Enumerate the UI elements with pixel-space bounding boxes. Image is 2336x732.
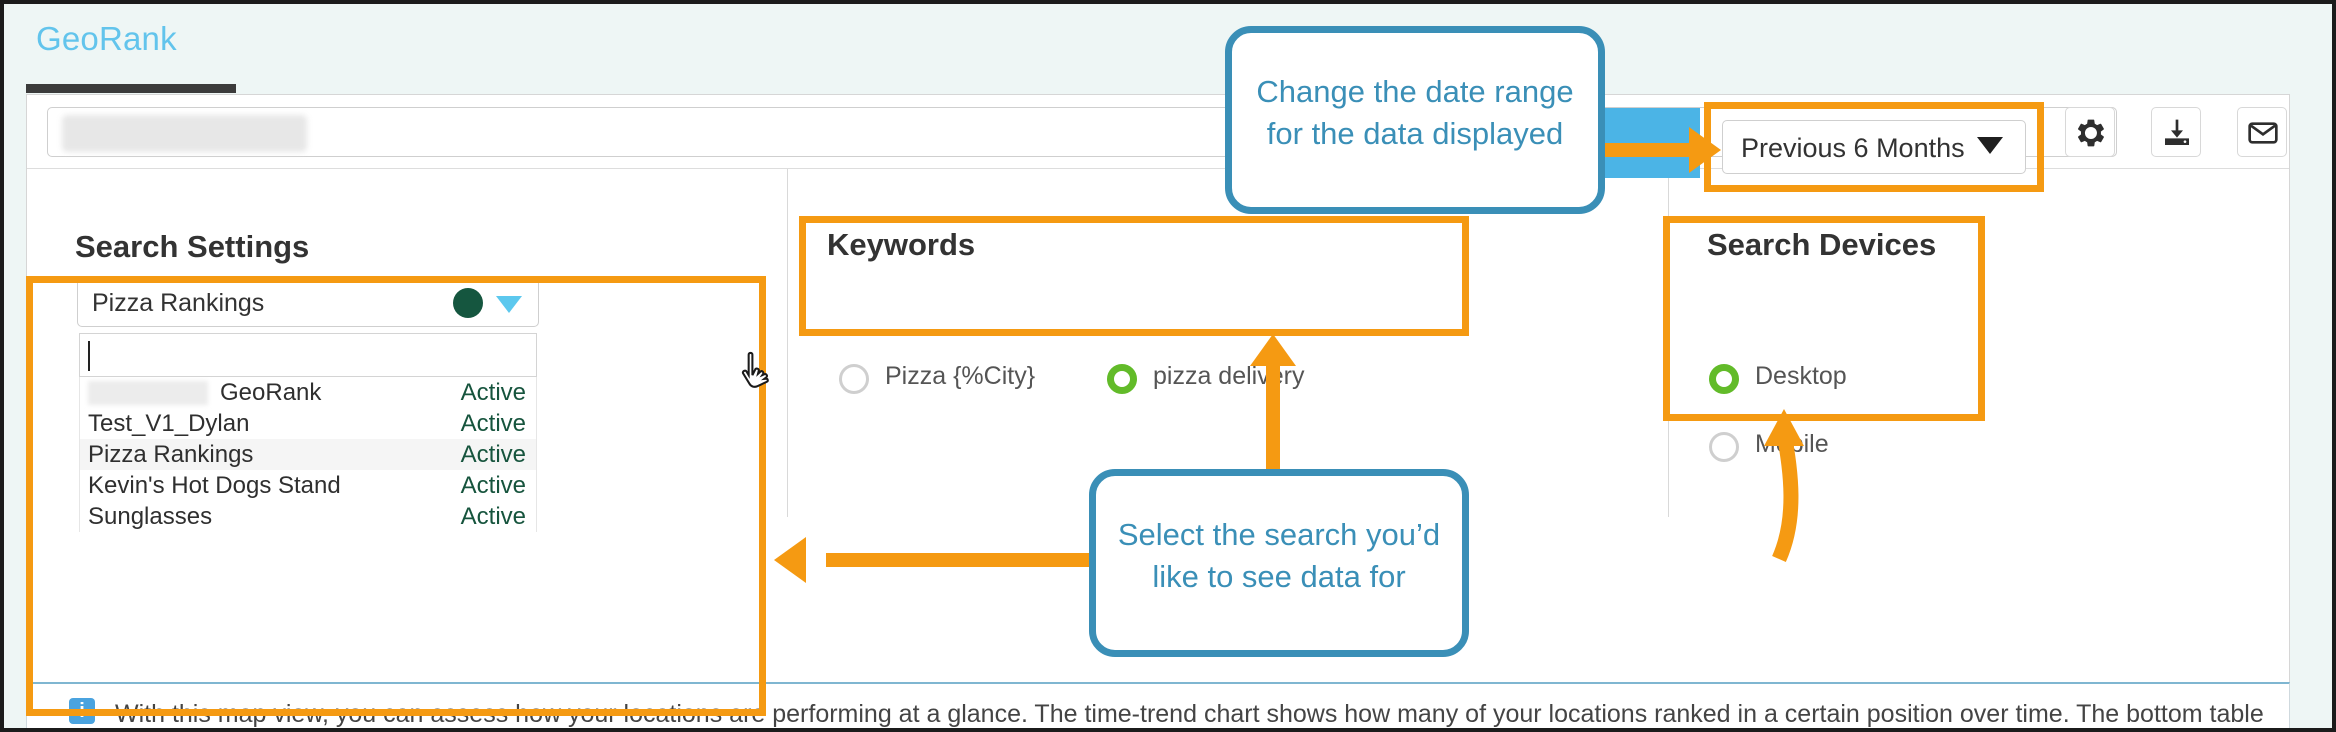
search-select[interactable]: Pizza Rankings bbox=[77, 277, 539, 327]
chevron-down-icon[interactable] bbox=[1977, 137, 2003, 154]
settings-button[interactable] bbox=[2065, 107, 2115, 157]
search-select-value: Pizza Rankings bbox=[92, 289, 265, 317]
status-dot bbox=[453, 288, 483, 318]
caret-down-icon[interactable] bbox=[496, 296, 522, 313]
keyword-label: pizza delivery bbox=[1153, 362, 1305, 390]
search-option-name: Kevin's Hot Dogs Stand bbox=[88, 472, 341, 499]
search-option-status: Active bbox=[460, 379, 526, 406]
search-option-name: Pizza Rankings bbox=[88, 441, 254, 468]
callout-line-2: for the data displayed bbox=[1266, 115, 1564, 151]
cursor-hand-icon bbox=[741, 351, 769, 388]
annotation-curved-arrow bbox=[1764, 409, 1804, 563]
search-filter-input[interactable] bbox=[79, 333, 537, 377]
info-bar: i With this map view, you can assess how… bbox=[26, 682, 2290, 728]
device-label: Desktop bbox=[1755, 362, 1847, 390]
search-devices-title: Search Devices bbox=[1707, 227, 1937, 262]
email-button[interactable] bbox=[2237, 107, 2287, 157]
annotation-arrow-stem bbox=[1266, 352, 1280, 477]
search-settings-title: Search Settings bbox=[75, 229, 310, 264]
search-option-status: Active bbox=[460, 410, 526, 437]
callout-line-1: Change the date range bbox=[1256, 74, 1574, 109]
gear-icon bbox=[2077, 119, 2104, 147]
search-option-name: GeoRank bbox=[220, 379, 322, 406]
search-option-name: Sunglasses bbox=[88, 503, 213, 530]
search-option-row[interactable]: Test_V1_Dylan Active bbox=[80, 408, 536, 439]
annotation-arrow-head bbox=[1689, 127, 1721, 173]
annotation-arrow-stem bbox=[826, 553, 1094, 567]
tab-georank[interactable]: GeoRank bbox=[36, 20, 177, 57]
radio-icon-selected[interactable] bbox=[1107, 364, 1137, 394]
text-cursor bbox=[88, 341, 90, 371]
date-range-select[interactable]: Previous 6 Months bbox=[1722, 120, 2026, 174]
callout-line-2: like to see data for bbox=[1152, 558, 1406, 594]
column-divider bbox=[787, 169, 788, 517]
highlight-search-settings bbox=[26, 276, 766, 716]
search-option-row[interactable]: Kevin's Hot Dogs Stand Active bbox=[80, 470, 536, 501]
search-option-status: Active bbox=[460, 503, 526, 530]
annotation-arrow-stem bbox=[1604, 143, 1704, 157]
date-range-value: Previous 6 Months bbox=[1741, 133, 1965, 163]
highlight-search-devices bbox=[1663, 216, 1985, 421]
top-toolbar bbox=[27, 95, 2289, 169]
redacted-prefix bbox=[88, 381, 208, 405]
download-icon bbox=[2165, 119, 2189, 145]
annotation-arrow-head bbox=[774, 537, 806, 583]
download-button[interactable] bbox=[2151, 107, 2201, 157]
radio-icon-selected[interactable] bbox=[1709, 364, 1739, 394]
search-option-row[interactable]: Pizza Rankings Active bbox=[80, 439, 536, 470]
radio-icon[interactable] bbox=[839, 364, 869, 394]
tab-strip: GeoRank bbox=[8, 8, 2332, 93]
callout-date-range: Change the date range for the data displ… bbox=[1225, 26, 1605, 214]
highlight-keywords bbox=[799, 216, 1469, 336]
search-option-status: Active bbox=[460, 472, 526, 499]
callout-select-search: Select the search you’d like to see data… bbox=[1089, 469, 1469, 657]
annotation-arrow-head bbox=[1250, 334, 1296, 366]
tab-active-underline bbox=[26, 84, 236, 93]
highlight-date-range bbox=[1704, 102, 2044, 192]
envelope-icon bbox=[2248, 122, 2278, 144]
redacted-value bbox=[62, 115, 307, 152]
search-option-name: Test_V1_Dylan bbox=[88, 410, 250, 437]
callout-line-1: Select the search you’d bbox=[1117, 517, 1441, 552]
location-search-field[interactable] bbox=[47, 107, 2117, 157]
radio-icon[interactable] bbox=[1709, 432, 1739, 462]
search-option-row[interactable]: Sunglasses Active bbox=[80, 501, 536, 532]
keywords-title: Keywords bbox=[827, 227, 976, 262]
keyword-label: Pizza {%City} bbox=[885, 362, 1036, 390]
search-option-row[interactable]: GeoRank Active bbox=[80, 377, 536, 408]
search-option-status: Active bbox=[460, 441, 526, 468]
